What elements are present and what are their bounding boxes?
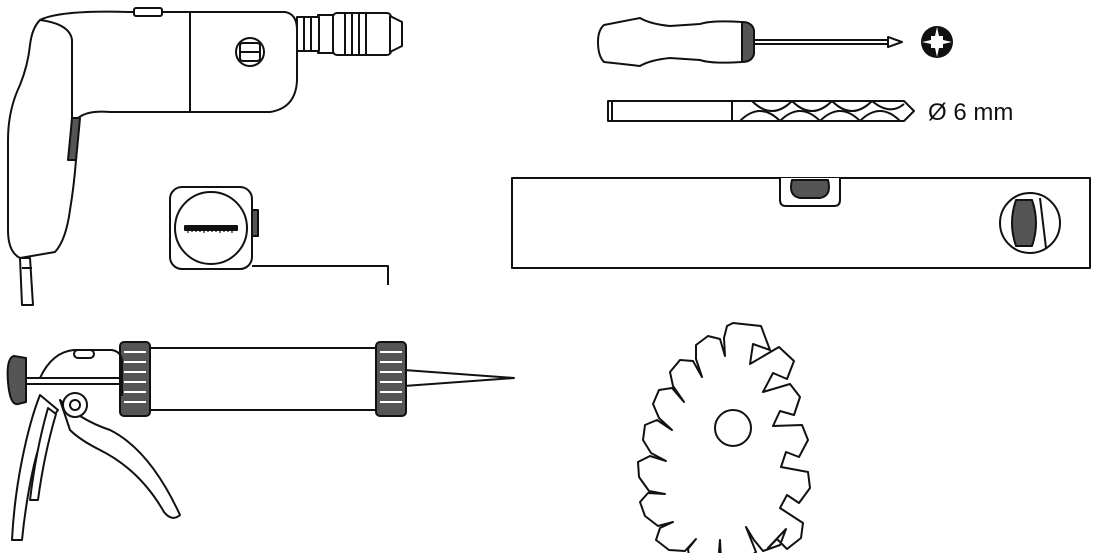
circular-saw-blade-icon xyxy=(637,322,811,553)
phillips-cross-icon xyxy=(921,26,953,58)
drill-bit-icon xyxy=(607,100,915,122)
caulking-gun-icon xyxy=(6,341,515,541)
spirit-level-icon xyxy=(511,177,1091,269)
power-drill-icon xyxy=(7,7,403,306)
tape-measure-icon xyxy=(169,186,389,285)
drill-bit-diameter-label: Ø 6 mm xyxy=(928,99,1013,126)
phillips-screwdriver-icon xyxy=(597,17,903,67)
